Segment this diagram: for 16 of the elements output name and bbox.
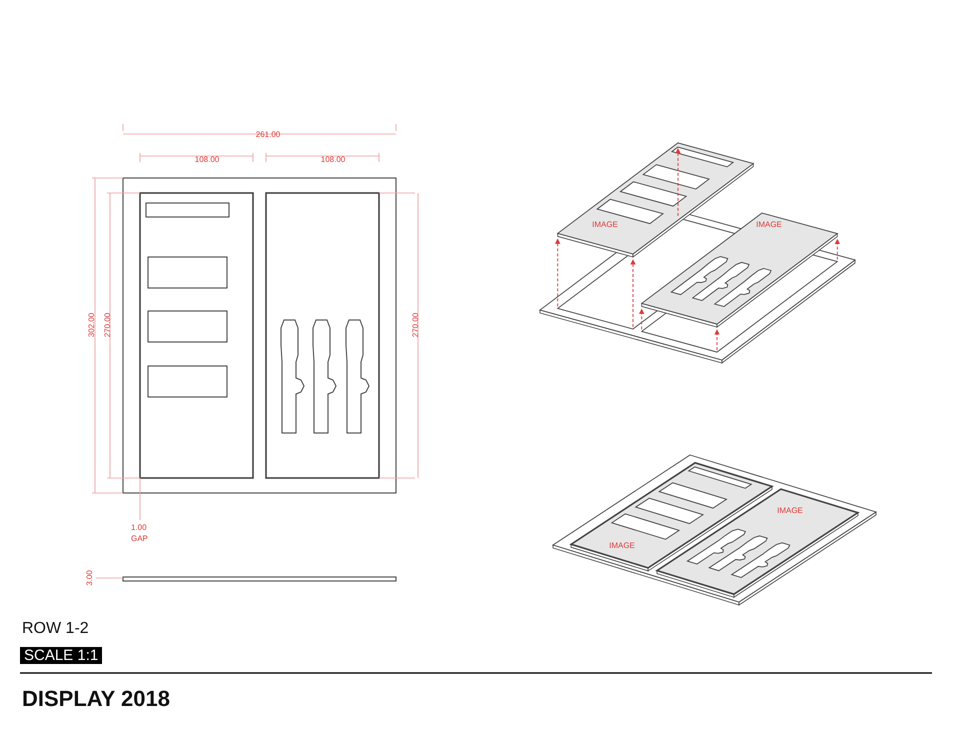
dimension-label: 3.00	[86, 570, 94, 586]
dimension-label: 108.00	[194, 156, 220, 164]
dimension-label: 1.00	[131, 524, 147, 532]
panel-label: IMAGE	[756, 221, 782, 229]
scale-badge: SCALE 1:1	[20, 647, 102, 664]
panel-label: IMAGE	[777, 507, 803, 515]
panel-label: IMAGE	[592, 221, 618, 229]
dimension-label: 108.00	[320, 156, 346, 164]
dimension-label: 270.00	[104, 312, 112, 338]
dimension-label: 302.00	[88, 312, 96, 338]
panel-label: IMAGE	[609, 542, 635, 550]
dimension-label: 270.00	[412, 312, 420, 338]
dimension-label: 261.00	[256, 131, 280, 139]
dimension-label: GAP	[131, 535, 148, 543]
drawing-title: DISPLAY 2018	[22, 686, 170, 712]
row-label: ROW 1-2	[22, 621, 89, 637]
